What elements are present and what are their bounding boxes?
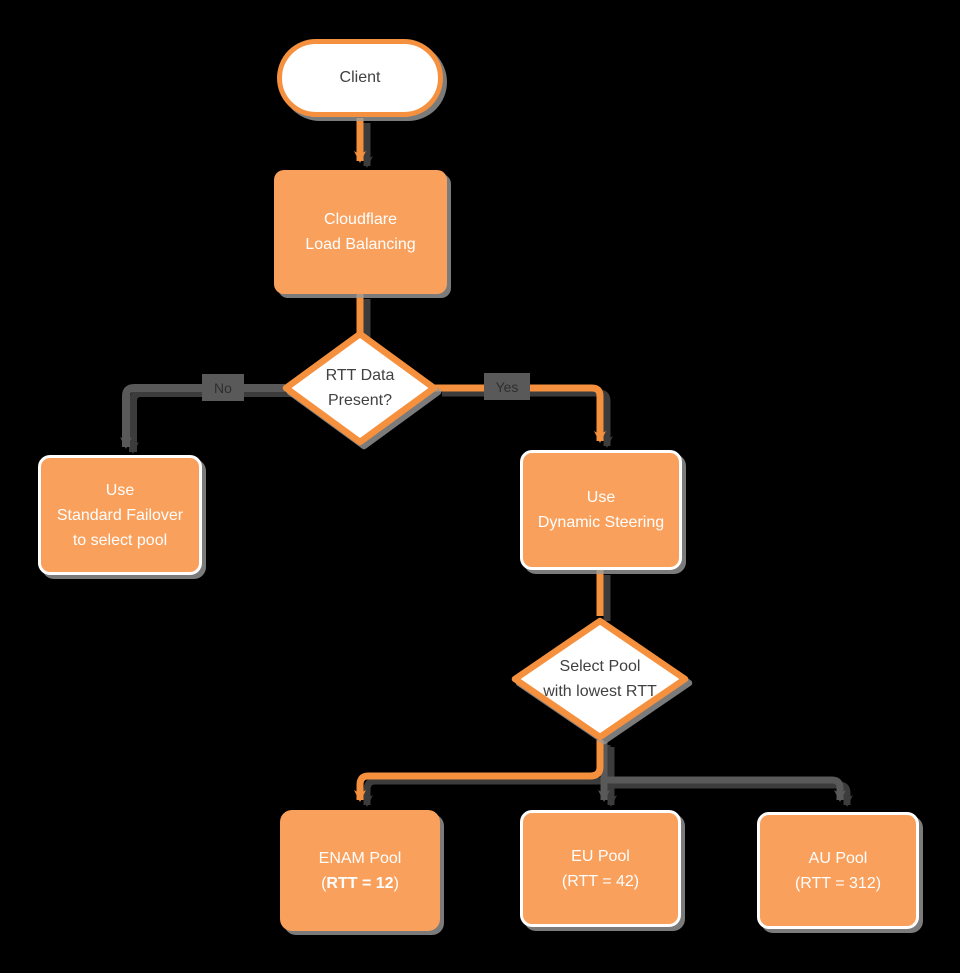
client-node: Client xyxy=(277,39,443,117)
au-pool-node: AU Pool (RTT = 312) xyxy=(757,812,919,929)
yes-edge-label: Yes xyxy=(484,373,530,400)
load-balancing-line2: Load Balancing xyxy=(305,236,416,253)
edge-yes-branch xyxy=(435,384,606,443)
eu-pool-node: EU Pool (RTT = 42) xyxy=(520,810,681,927)
edge-to-au-pool xyxy=(604,776,846,802)
client-label: Client xyxy=(339,69,381,86)
enam-pool-node: ENAM Pool (RTT = 12) xyxy=(280,810,440,931)
enam-rtt-line: (RTT = 12) xyxy=(321,874,399,892)
edge-to-enam-pool xyxy=(354,740,604,802)
select-pool-diamond xyxy=(511,617,689,741)
load-balancing-line1: Cloudflare xyxy=(324,211,397,228)
standard-failover-node: Use Standard Failover to select pool xyxy=(38,455,202,575)
load-balancing-node: Cloudflare Load Balancing xyxy=(274,170,447,294)
no-edge-label: No xyxy=(202,374,244,401)
dynamic-steering-node: Use Dynamic Steering xyxy=(520,450,682,570)
edge-no-branch xyxy=(120,384,285,449)
rtt-decision-diamond xyxy=(282,330,438,446)
